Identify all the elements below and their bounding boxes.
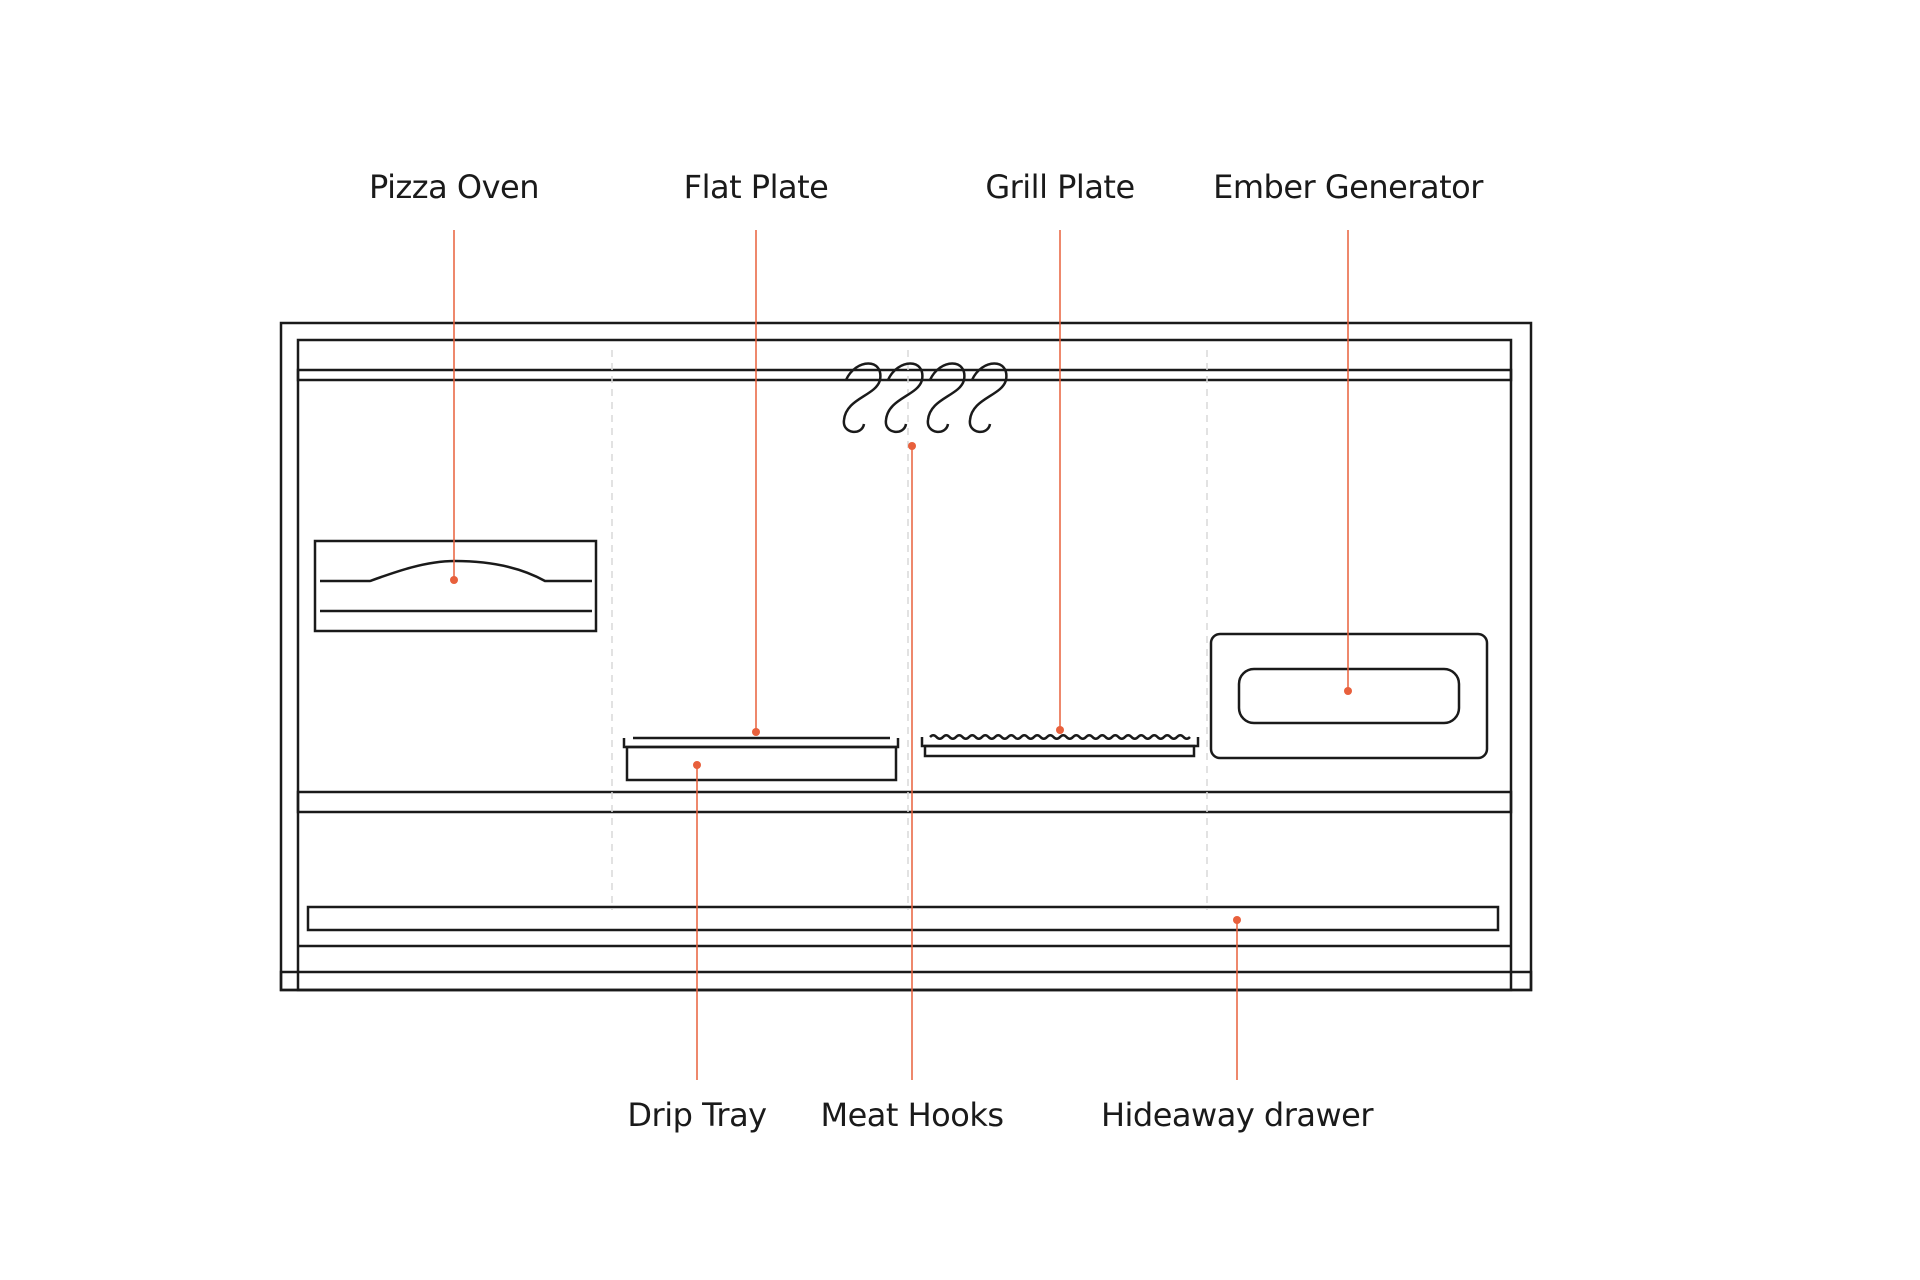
grill-plate-dot [1056, 726, 1064, 734]
meat-hooks-dot [908, 442, 916, 450]
ember-generator-dot [1344, 687, 1352, 695]
pizza-oven-dot [450, 576, 458, 584]
flat-plate-label: Flat Plate [684, 168, 829, 206]
drip-tray-label: Drip Tray [627, 1096, 766, 1134]
flat-plate-assembly [622, 736, 900, 782]
labels: Pizza Oven Flat Plate Grill Plate Ember … [369, 168, 1485, 1134]
flat-plate-rim [622, 738, 900, 749]
ember-generator [1209, 632, 1489, 760]
meat-hooks [842, 362, 1008, 433]
ember-generator-slot [1237, 667, 1461, 725]
pizza-oven-dome [320, 559, 592, 583]
drip-tray-box [625, 745, 898, 782]
cabinet-frame [279, 321, 1533, 992]
middle-shelf [296, 790, 1513, 814]
pizza-oven-box [313, 539, 598, 633]
meat-hooks-label: Meat Hooks [820, 1096, 1003, 1134]
meat-hook-2 [884, 362, 924, 433]
ember-generator-label: Ember Generator [1213, 168, 1484, 206]
top-hanging-rail [296, 368, 1513, 382]
grill-plate-wave [929, 734, 1191, 740]
meat-hook-4 [968, 362, 1008, 433]
bay-guide-lines [611, 350, 1208, 910]
pizza-oven-label: Pizza Oven [369, 168, 539, 206]
hideaway-drawer-dot [1233, 916, 1241, 924]
cabinet-inner-border [296, 338, 1513, 992]
hideaway-drawer-label: Hideaway drawer [1101, 1096, 1374, 1134]
ember-generator-housing [1209, 632, 1489, 760]
pizza-oven [313, 539, 598, 633]
grill-plate [920, 734, 1200, 758]
grill-plate-label: Grill Plate [985, 168, 1134, 206]
cabinet-base-plinth [279, 970, 1533, 992]
flat-plate-dot [752, 728, 760, 736]
drip-tray-dot [693, 761, 701, 769]
callouts [450, 230, 1352, 1080]
meat-hook-3 [926, 362, 966, 433]
meat-hook-1 [842, 362, 882, 433]
grill-plate-base [923, 744, 1196, 758]
hideaway-drawer [306, 905, 1500, 932]
cabinet-outer-border [279, 321, 1533, 992]
